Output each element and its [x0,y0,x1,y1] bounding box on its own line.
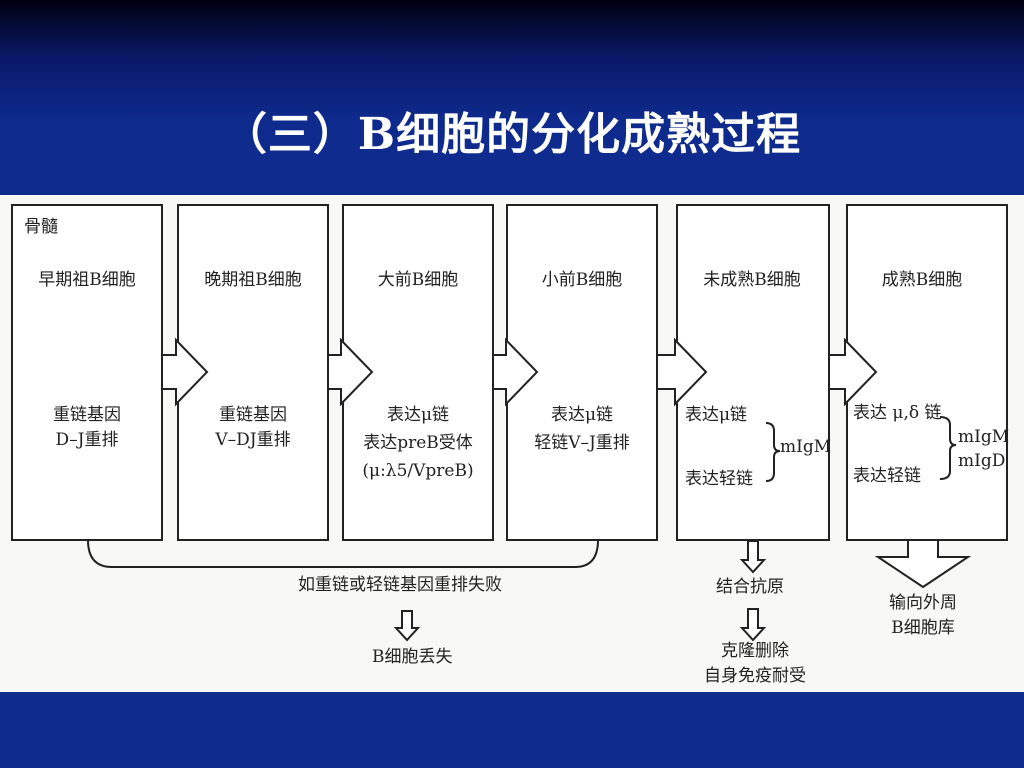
stage-1-line-1: 重链基因 [53,405,121,425]
stage-2-line-1: 重链基因 [219,405,287,425]
stage-arrow-3 [492,337,539,407]
stage-2-line-2: V–DJ重排 [215,430,291,450]
failure-text: 如重链或轻链基因重排失败 [298,575,502,595]
b-cell-maturation-diagram: 骨髓 早期祖B细胞 晚期祖B细胞 大前B细胞 小前B细胞 未成熟B细胞 成熟B细… [0,195,1024,692]
stage-4-line-2: 轻链V–J重排 [534,433,630,453]
deletion-text-2: 自身免疫耐受 [704,666,806,686]
stage-3-title: 大前B细胞 [377,270,459,290]
stage-4-title: 小前B细胞 [541,270,623,290]
periphery-text-2: B细胞库 [891,618,955,638]
loss-text: B细胞丢失 [372,647,453,667]
stage-box-1 [11,204,163,541]
stage-5-line-2: 表达轻链 [685,469,753,489]
stage-6-migd: mIgD [958,451,1006,471]
stage-6-line-1: 表达 μ,δ 链 [853,403,942,423]
stage-5-line-1: 表达μ链 [685,405,748,425]
stage-6-title: 成熟B细胞 [881,270,963,290]
stage-2-title: 晚期祖B细胞 [204,270,302,290]
diagram-lines [11,204,1008,642]
failure-bracket [87,539,599,568]
periphery-text-1: 输向外周 [889,593,957,613]
stage-3-line-1: 表达μ链 [386,405,450,425]
antigen-text: 结合抗原 [716,577,784,597]
stage-6-migm: mIgM [958,427,1010,447]
stage-arrow-1 [161,337,209,407]
stage-5-migm: mIgM [780,437,832,457]
slide-title: （三）B细胞的分化成熟过程 [222,109,802,160]
stage-arrow-4 [656,337,708,407]
stage-arrow-2 [327,337,374,407]
bone-marrow-label: 骨髓 [24,217,58,237]
stage-arrow-5 [828,337,878,407]
footer-band [0,692,1024,768]
down-arrow-loss [393,610,421,642]
stage-1-line-2: D–J重排 [55,430,119,450]
stage-5-title: 未成熟B细胞 [703,270,801,290]
stage-3-line-3: (μ:λ5/VpreB) [362,461,474,481]
down-arrow-antigen [739,540,767,574]
stage-1-title: 早期祖B细胞 [38,270,136,290]
migm-bracket [765,422,781,482]
stage-6-line-2: 表达轻链 [853,466,921,486]
deletion-text-1: 克隆删除 [721,641,789,661]
periphery-arrow [874,539,972,589]
migm-migd-bracket [939,416,957,480]
down-arrow-deletion [739,608,767,642]
stage-4-line-1: 表达μ链 [550,405,614,425]
stage-3-line-2: 表达preB受体 [363,433,473,453]
